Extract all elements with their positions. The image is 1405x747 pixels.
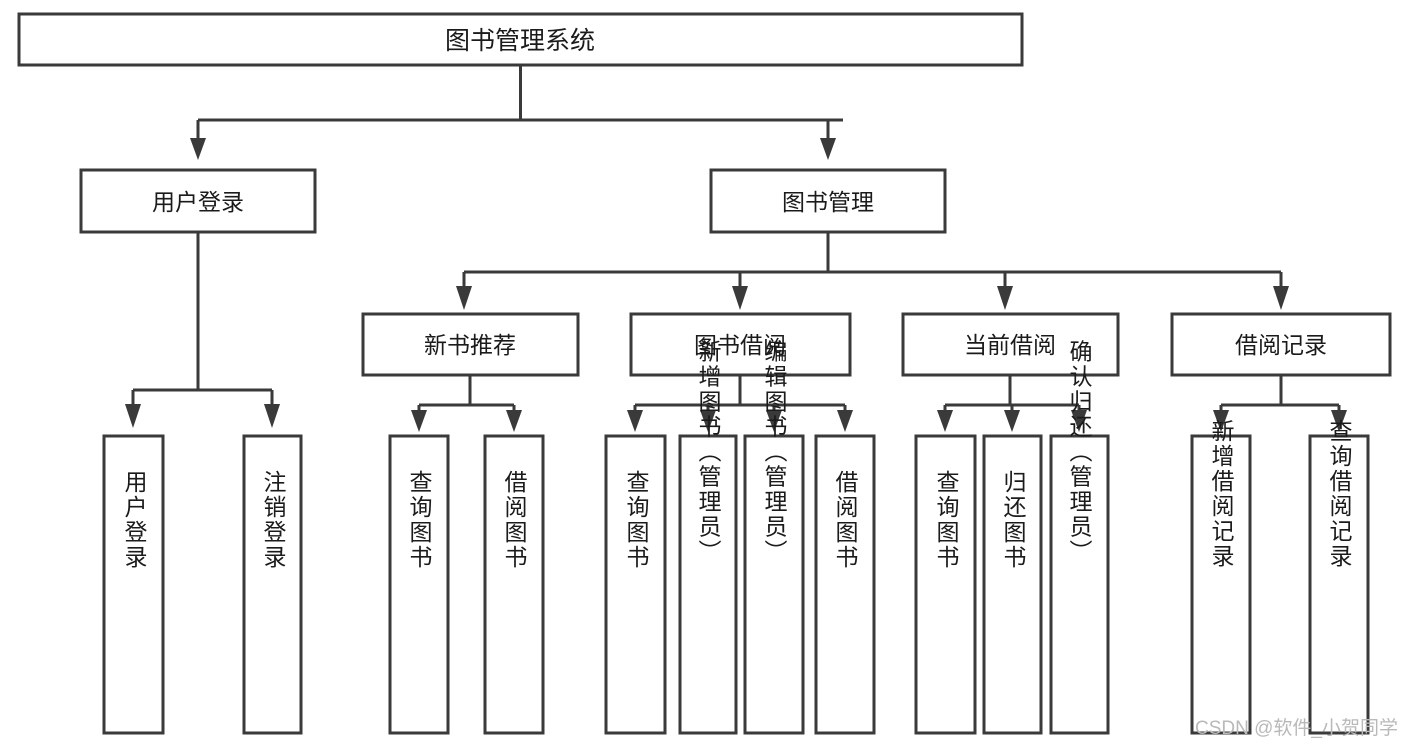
leaf-cb-return-book[interactable]: 归还图书 <box>982 434 1043 735</box>
arrow-head-leaf-user-login <box>125 404 141 428</box>
leaf-bb-edit-book-admin-label: 编辑图书（管理员） <box>761 340 788 565</box>
leaf-bb-add-book-admin[interactable]: 新增图书（管理员） <box>678 340 738 735</box>
leaf-bb-add-book-admin-label: 新增图书（管理员） <box>695 340 722 565</box>
leaf-cb-confirm-return-admin-label: 确认归还（管理员） <box>1066 340 1093 565</box>
arrow-head-user-login <box>190 138 206 160</box>
node-user-login[interactable]: 用户登录 <box>79 168 317 234</box>
connector-group-new-book <box>411 375 522 432</box>
leaf-bb-edit-book-admin-box[interactable] <box>743 434 805 735</box>
leaf-br-query-record-label: 查询借阅记录 <box>1326 419 1353 569</box>
node-root[interactable]: 图书管理系统 <box>17 12 1024 67</box>
node-borrow-record-box[interactable] <box>1170 312 1392 377</box>
node-root-label: 图书管理系统 <box>445 27 595 55</box>
node-user-login-label: 用户登录 <box>152 189 244 215</box>
leaf-user-login[interactable]: 用户登录 <box>102 434 165 735</box>
node-current-borrow[interactable]: 当前借阅 <box>901 312 1120 377</box>
leaf-bb-add-book-admin-box[interactable] <box>678 434 738 735</box>
node-new-book-recommend-box[interactable] <box>361 312 580 377</box>
csdn-watermark: CSDN @软件_小贺同学 <box>1195 717 1398 739</box>
node-book-management-label: 图书管理 <box>782 189 874 215</box>
leaf-bb-borrow-book[interactable]: 借阅图书 <box>814 434 876 735</box>
arrow-head-leaf-cb-confirm <box>1071 410 1087 432</box>
node-current-borrow-box[interactable] <box>901 312 1120 377</box>
leaf-br-add-record-label: 新增借阅记录 <box>1208 419 1235 569</box>
node-book-borrow-label: 图书借阅 <box>694 332 786 358</box>
arrow-head-book-borrow <box>732 286 748 310</box>
leaf-bb-borrow-book-box[interactable] <box>814 434 876 735</box>
leaf-cb-confirm-return-admin[interactable]: 确认归还（管理员） <box>1049 340 1110 735</box>
leaf-nb-query-book-box[interactable] <box>388 434 450 735</box>
leaf-nb-query-book[interactable]: 查询图书 <box>388 434 450 735</box>
arrow-head-leaf-nb-borrow <box>506 410 522 432</box>
leaf-bb-edit-book-admin[interactable]: 编辑图书（管理员） <box>743 340 805 735</box>
leaf-br-add-record-box[interactable] <box>1190 434 1252 735</box>
leaf-cb-query-book-box[interactable] <box>914 434 977 735</box>
connector-group-user-login <box>125 232 280 428</box>
arrow-head-leaf-logout <box>264 404 280 428</box>
node-new-book-recommend[interactable]: 新书推荐 <box>361 312 580 377</box>
leaf-bb-query-book[interactable]: 查询图书 <box>604 434 667 735</box>
leaf-nb-borrow-book[interactable]: 借阅图书 <box>483 434 545 735</box>
leaf-br-query-record[interactable]: 查询借阅记录 <box>1308 419 1370 735</box>
connector-group-book-borrow <box>627 375 853 432</box>
arrow-head-borrow-record <box>1273 286 1289 310</box>
arrow-head-current-borrow <box>997 286 1013 310</box>
leaf-nb-borrow-book-label: 借阅图书 <box>501 470 528 570</box>
leaf-cb-query-book-label: 查询图书 <box>933 470 960 570</box>
leaf-logout-label: 注销登录 <box>260 470 287 570</box>
node-user-login-box[interactable] <box>79 168 317 234</box>
leaf-cb-return-book-label: 归还图书 <box>1000 470 1027 570</box>
arrow-head-book-mgmt <box>820 138 836 160</box>
leaf-nb-borrow-book-box[interactable] <box>483 434 545 735</box>
node-book-borrow[interactable]: 图书借阅 <box>629 312 852 377</box>
leaf-logout-box[interactable] <box>242 434 303 735</box>
leaf-logout[interactable]: 注销登录 <box>242 434 303 735</box>
leaf-bb-query-book-box[interactable] <box>604 434 667 735</box>
leaf-cb-return-book-box[interactable] <box>982 434 1043 735</box>
connector-group-root <box>190 65 843 160</box>
arrow-head-leaf-br-query <box>1331 410 1347 432</box>
leaf-bb-borrow-book-label: 借阅图书 <box>832 470 859 570</box>
arrow-head-leaf-cb-return <box>1004 410 1020 432</box>
leaf-user-login-box[interactable] <box>102 434 165 735</box>
connector-group-current-borrow <box>937 375 1087 432</box>
connector-group-book-mgmt <box>456 232 1289 310</box>
connector-group-borrow-record <box>1213 375 1347 432</box>
leaf-bb-query-book-label: 查询图书 <box>623 470 650 570</box>
node-book-management-box[interactable] <box>709 168 947 234</box>
node-current-borrow-label: 当前借阅 <box>964 332 1056 358</box>
node-root-box[interactable] <box>17 12 1024 67</box>
node-borrow-record-label: 借阅记录 <box>1235 332 1327 358</box>
arrow-head-leaf-br-add <box>1213 410 1229 432</box>
arrow-head-leaf-cb-query <box>937 410 953 432</box>
leaf-br-add-record[interactable]: 新增借阅记录 <box>1190 419 1252 735</box>
leaf-nb-query-book-label: 查询图书 <box>406 470 433 570</box>
leaf-user-login-label: 用户登录 <box>121 470 148 570</box>
arrow-head-leaf-nb-query <box>411 410 427 432</box>
arrow-head-new-book <box>456 286 472 310</box>
node-book-management[interactable]: 图书管理 <box>709 168 947 234</box>
node-borrow-record[interactable]: 借阅记录 <box>1170 312 1392 377</box>
arrow-head-leaf-bb-borrow <box>837 410 853 432</box>
arrow-head-leaf-bb-query <box>627 410 643 432</box>
node-new-book-recommend-label: 新书推荐 <box>424 332 516 358</box>
node-book-borrow-box[interactable] <box>629 312 852 377</box>
leaf-cb-confirm-return-admin-box[interactable] <box>1049 434 1110 735</box>
arrow-head-leaf-bb-edit <box>766 410 782 432</box>
leaf-br-query-record-box[interactable] <box>1308 434 1370 735</box>
leaf-cb-query-book[interactable]: 查询图书 <box>914 434 977 735</box>
arrow-head-leaf-bb-add <box>700 410 716 432</box>
